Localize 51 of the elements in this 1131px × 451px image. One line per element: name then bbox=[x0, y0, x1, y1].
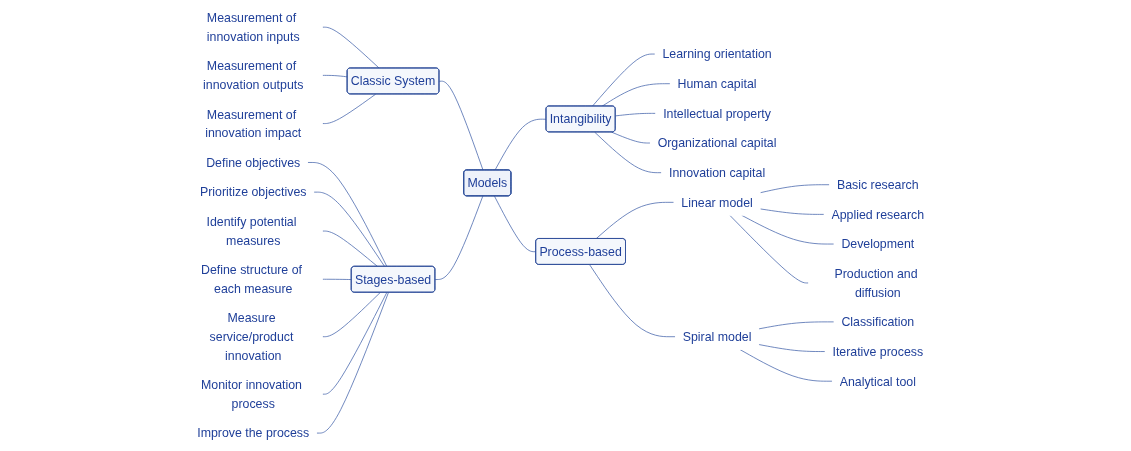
connector bbox=[322, 278, 352, 280]
node-text: Measurement of innovation outputs bbox=[203, 59, 304, 92]
connector bbox=[758, 344, 826, 352]
connector bbox=[741, 214, 835, 245]
node-text: Intellectual property bbox=[663, 106, 771, 121]
connector bbox=[313, 191, 386, 267]
node-text: Prioritize objectives bbox=[199, 185, 307, 199]
connector bbox=[595, 201, 675, 240]
node-text: Basic research bbox=[836, 177, 919, 192]
connector bbox=[589, 264, 676, 338]
connector bbox=[494, 118, 547, 171]
node-text: Learning orientation bbox=[662, 47, 772, 61]
connector bbox=[759, 184, 830, 194]
node-text: Define objectives bbox=[206, 155, 301, 170]
connector bbox=[615, 113, 657, 117]
node-text: Monitor innovation process bbox=[201, 378, 302, 411]
node-text: Development bbox=[841, 237, 915, 251]
connector bbox=[611, 131, 651, 144]
node-text: Measure service/product innovation bbox=[209, 311, 294, 363]
connector bbox=[322, 230, 379, 267]
node-text: Measurement of innovation impact bbox=[205, 107, 302, 140]
connector bbox=[434, 195, 484, 280]
connector bbox=[307, 162, 388, 267]
node-text: Classification bbox=[841, 315, 915, 329]
node-text: Improve the process bbox=[197, 426, 310, 440]
node-text: Innovation capital bbox=[668, 165, 766, 180]
connector bbox=[594, 131, 662, 174]
connector bbox=[438, 80, 484, 171]
node-text: Production and diffusion bbox=[834, 266, 918, 300]
connector bbox=[316, 292, 389, 434]
node-text: Organizational capital bbox=[657, 136, 777, 150]
connector bbox=[739, 349, 833, 382]
node-text: Identify potential measures bbox=[206, 215, 297, 248]
node-text: Spiral model bbox=[682, 329, 752, 344]
node-text: Analytical tool bbox=[839, 374, 916, 388]
connector bbox=[322, 292, 388, 395]
connector bbox=[729, 214, 809, 284]
connector bbox=[322, 292, 381, 338]
node-text: Applied research bbox=[831, 207, 925, 222]
node-text: Linear model bbox=[681, 195, 753, 210]
connector bbox=[592, 53, 656, 107]
connector bbox=[494, 195, 537, 253]
node-text: Human capital bbox=[677, 76, 757, 91]
connector bbox=[758, 321, 835, 330]
node-text: Iterative process bbox=[832, 344, 924, 359]
connector bbox=[322, 26, 380, 69]
node-text: Measurement of innovation inputs bbox=[206, 11, 300, 44]
connector bbox=[322, 75, 348, 78]
node-text: Define structure of each measure bbox=[201, 263, 302, 296]
connector bbox=[759, 208, 825, 215]
connector bbox=[322, 93, 376, 124]
